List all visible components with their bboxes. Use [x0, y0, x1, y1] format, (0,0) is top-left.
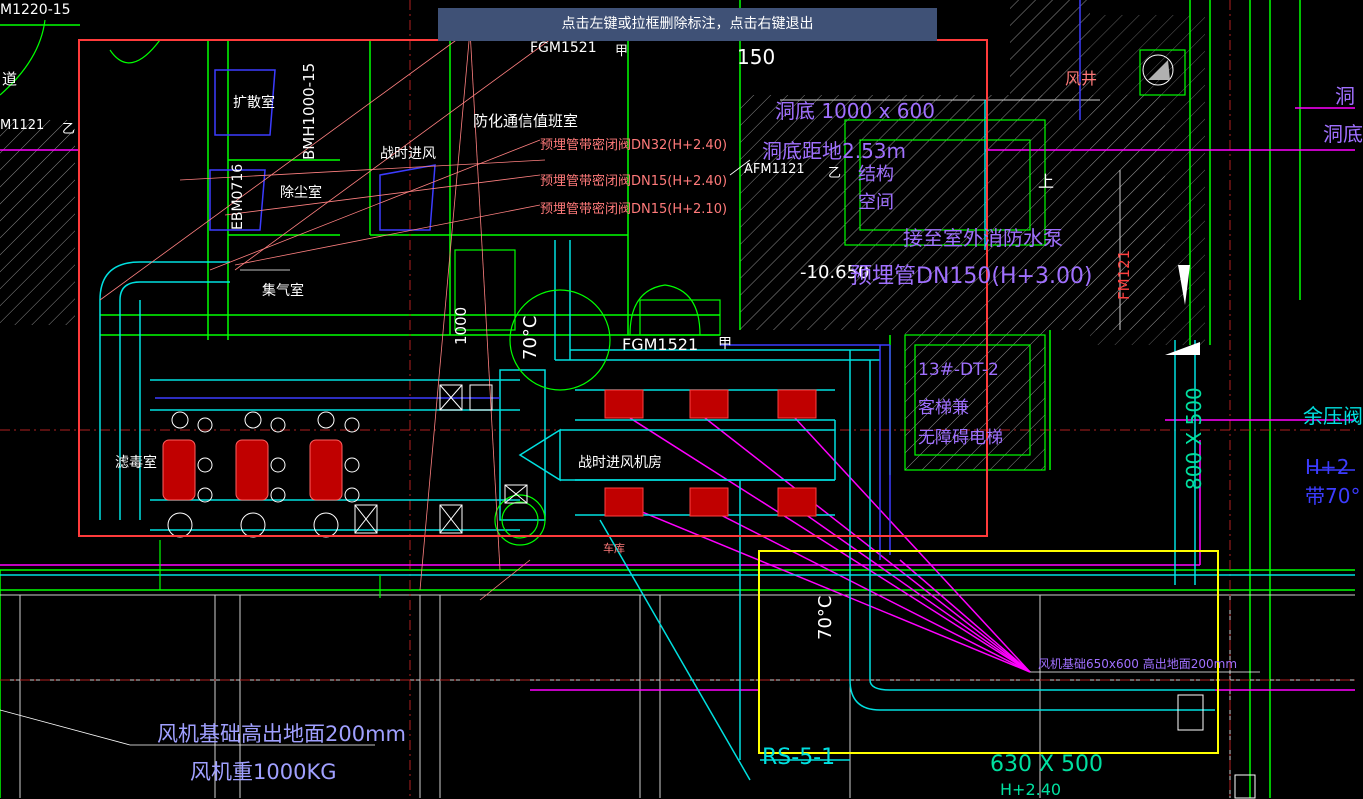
duct-lines: [0, 100, 1355, 781]
leader-lines: [99, 24, 571, 601]
label-70c-a: 70°C: [520, 315, 541, 360]
pipe-label-3: 预埋管带密闭阀DN15(H+2.10): [540, 202, 728, 217]
label-dai70: 带70°: [1305, 484, 1361, 508]
label-keti: 客梯兼: [918, 398, 969, 418]
blue-lines: [155, 0, 1355, 560]
hatched-walls: [0, 0, 1205, 470]
marker-triangle-2: [1165, 342, 1200, 355]
label-fengjing: 风井: [1065, 69, 1098, 88]
label-top-left: M1220-15: [0, 2, 71, 18]
label-shang: 上: [1038, 172, 1055, 191]
label-ebm: EBM0716: [230, 163, 246, 230]
label-jia: 甲: [718, 336, 732, 352]
label-jiezhi: 接至室外消防水泵: [903, 226, 1063, 250]
room-jiqi: 集气室: [262, 283, 304, 299]
room-zhanshi-jinfeng: 战时进风: [380, 146, 436, 162]
pipe-label-1: 预埋管带密闭阀DN32(H+2.40): [540, 138, 728, 153]
label-yumai2: 预埋管DN150(H+3.00): [850, 264, 1093, 289]
label-yuya: 余压阀: [1303, 404, 1363, 428]
room-jifang: 战时进风机房: [578, 455, 662, 471]
room-chuchen: 除尘室: [280, 185, 322, 201]
valves: [354, 384, 1256, 799]
yellow-selection-frame[interactable]: [758, 550, 1219, 754]
label-dao: 道: [2, 70, 18, 88]
label-h1000: 1000: [452, 306, 470, 345]
label-fengji-jichu: 风机基础650x600 高出地面200mm: [1038, 657, 1238, 671]
label-dt: 13#-DT-2: [918, 360, 999, 380]
marker-triangle: [1178, 265, 1190, 305]
label-70c-b: 70°C: [815, 595, 836, 640]
pipe-label-2: 预埋管带密闭阀DN15(H+2.40): [540, 174, 728, 189]
label-duct630: 630 X 500: [990, 752, 1104, 777]
label-afm: AFM1121: [744, 162, 805, 177]
label-yi-left: 乙: [62, 122, 76, 137]
label-yi-mid: 乙: [828, 166, 842, 181]
label-duct800: 800 X 500: [1182, 387, 1206, 490]
label-foot2: 风机重1000KG: [190, 760, 337, 784]
label-dim150: 150: [737, 45, 776, 69]
label-rs: RS-5-1: [762, 745, 836, 770]
room-ludu: 滤毒室: [115, 455, 157, 471]
room-kuosan: 扩散室: [233, 95, 275, 111]
label-jiegou: 结构: [858, 164, 894, 185]
shaft-triangle: [1148, 60, 1170, 80]
label-h2: H+2: [1305, 455, 1350, 479]
hint-bar: 点击左键或拉框删除标注，点击右键退出: [438, 8, 937, 41]
label-dong-r1: 洞: [1335, 84, 1355, 108]
room-fangdu: 防化通信值班室: [473, 112, 579, 130]
label-chexiang: 车库: [603, 542, 625, 555]
fan-units-row1: [604, 389, 817, 517]
label-jia-top: 甲: [615, 44, 629, 59]
label-m1121: M1121: [0, 118, 45, 133]
white-leaders: [0, 159, 1260, 746]
filter-units: [162, 439, 343, 501]
label-fgm1521-top: FGM1521: [530, 40, 597, 56]
label-dong-r2: 洞底: [1323, 122, 1363, 146]
label-h240: H+2.40: [1000, 780, 1062, 799]
label-dong-di: 洞底距地2.53m: [762, 139, 907, 163]
label-elevation: -10.650: [800, 262, 870, 283]
label-kongjian: 空间: [858, 192, 894, 213]
label-dong-top: 洞底 1000 x 600: [775, 99, 935, 123]
label-wuzhang: 无障碍电梯: [918, 428, 1003, 448]
label-fgm1521: FGM1521: [622, 335, 699, 354]
green-room-outlines: [159, 49, 1186, 598]
label-fm121: FM121: [1115, 249, 1133, 300]
arc-elements: [0, 19, 701, 546]
magenta-lines: [0, 107, 1355, 691]
label-bmh: BMH1000-15: [300, 62, 318, 160]
label-foot1: 风机基础高出地面200mm: [157, 722, 406, 746]
